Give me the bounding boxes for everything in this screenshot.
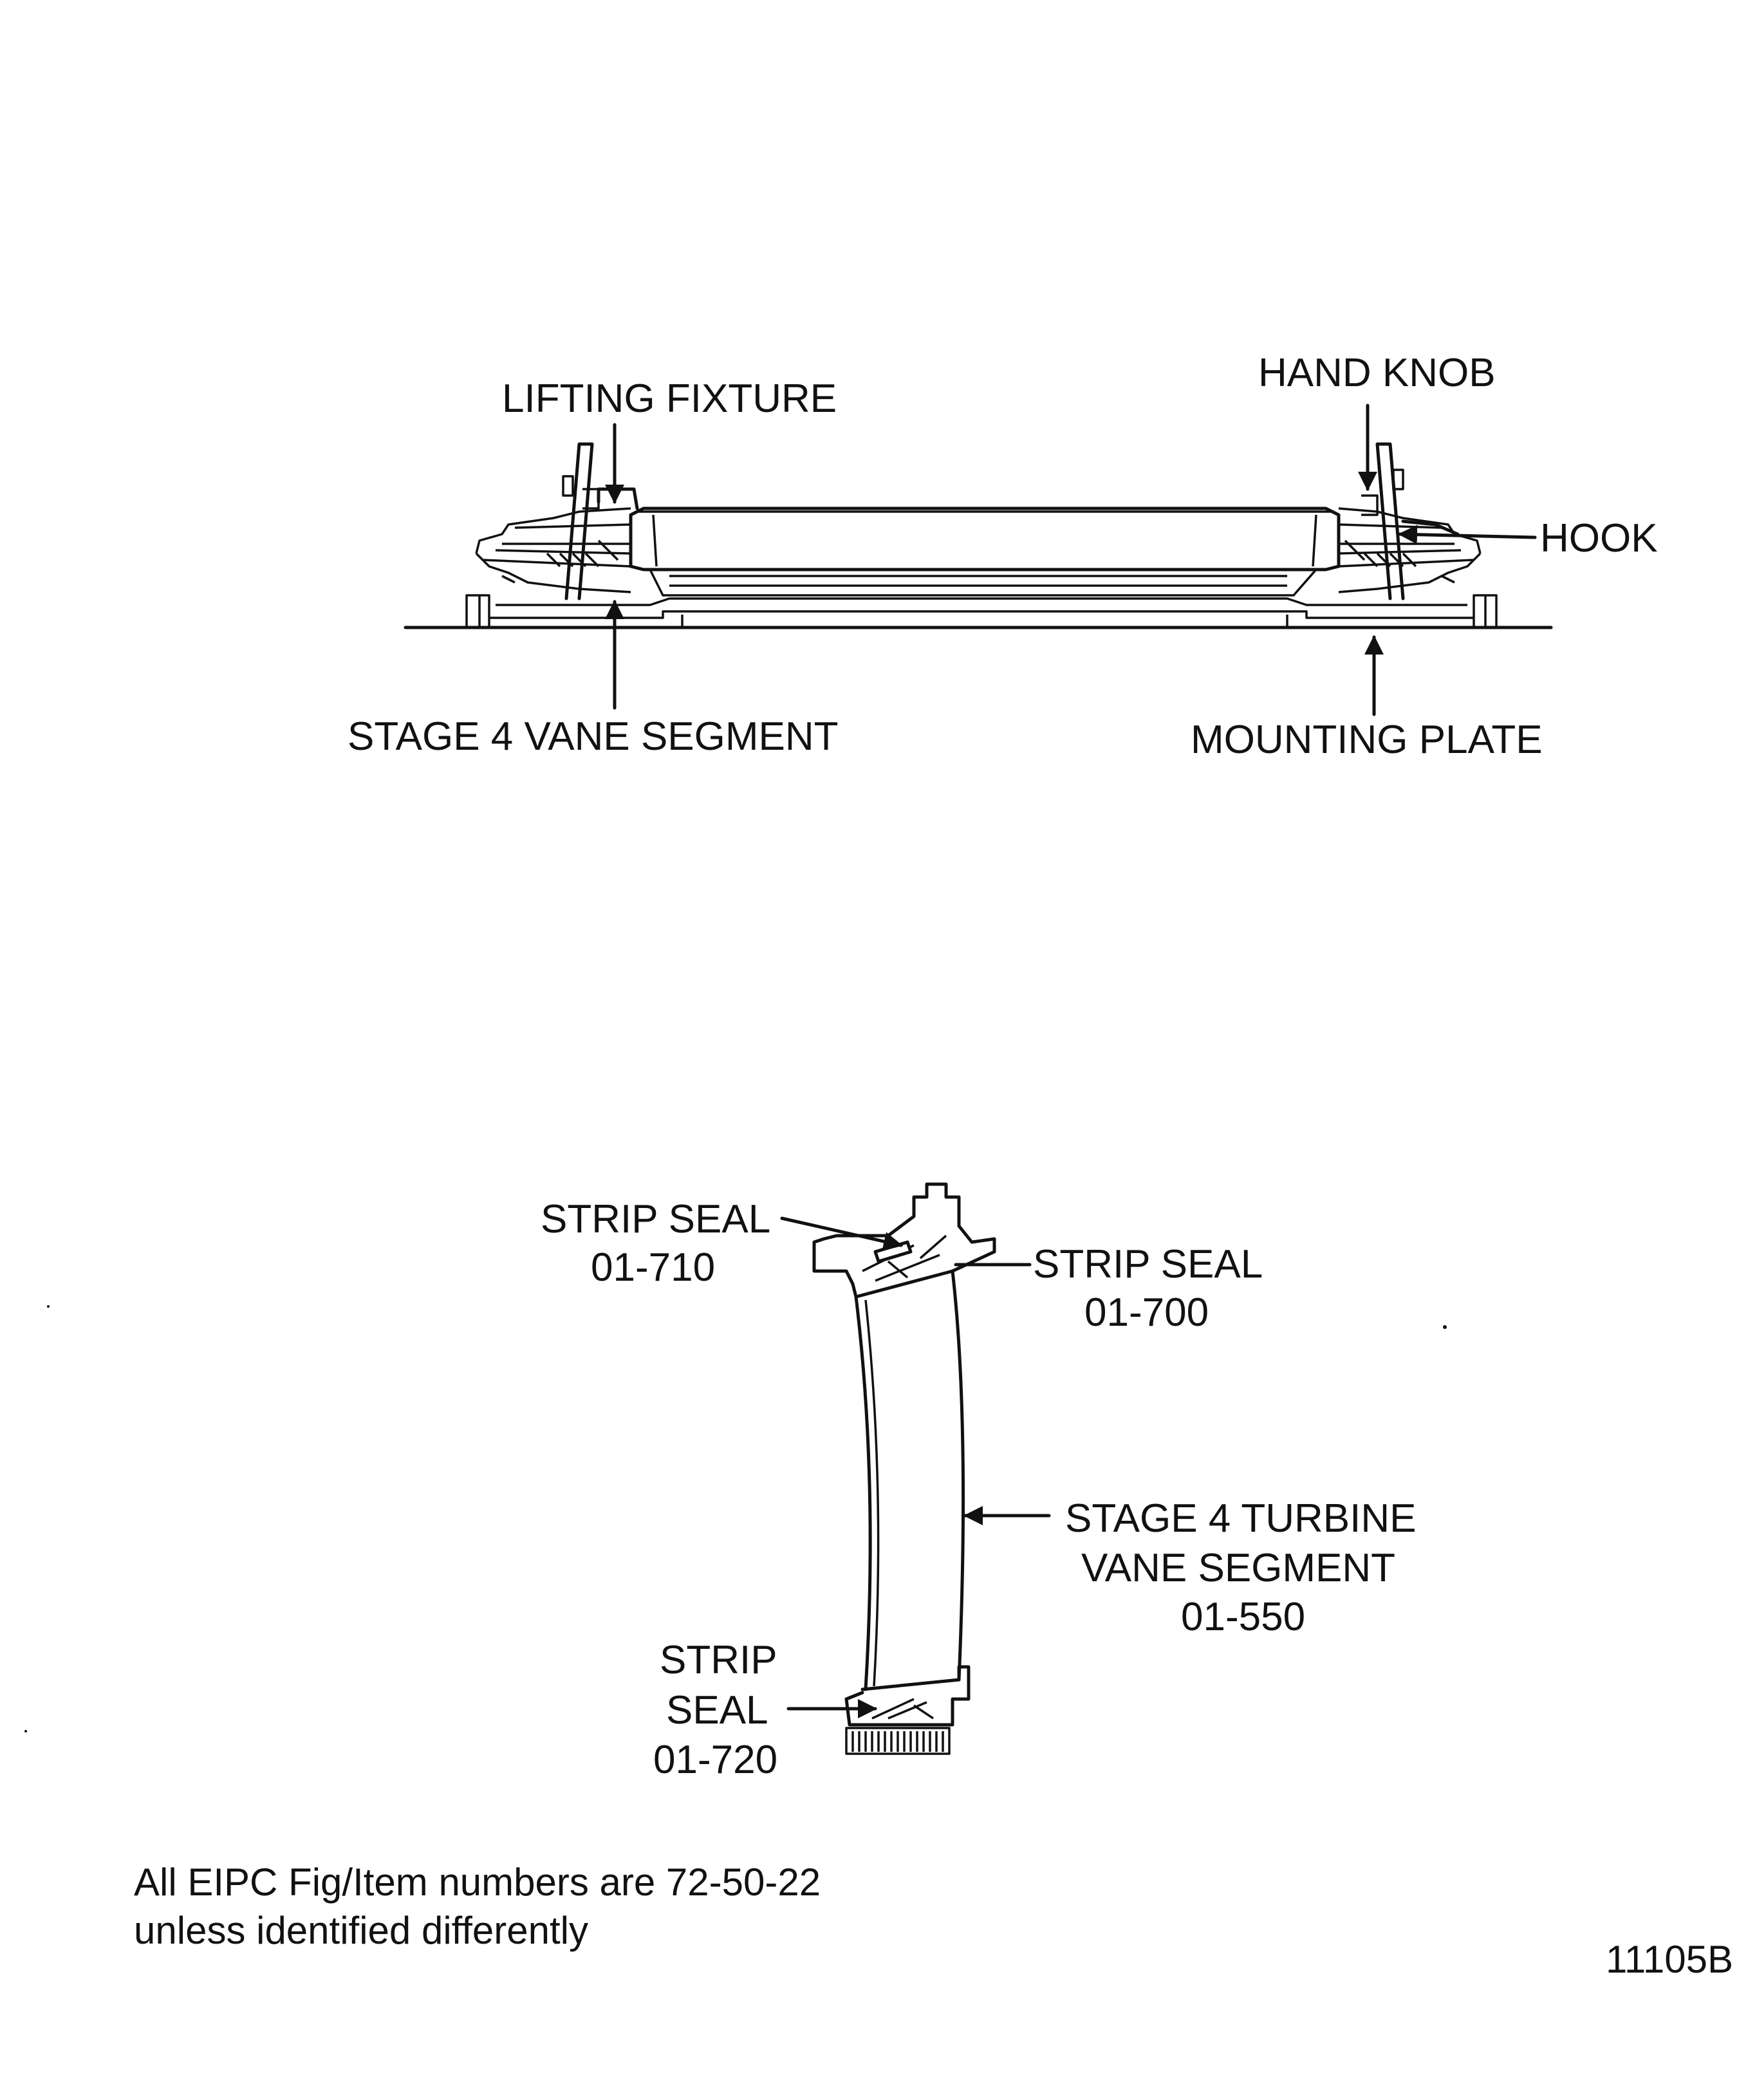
left-segment-hatch bbox=[501, 539, 619, 584]
label-hook: HOOK bbox=[1540, 516, 1658, 561]
label-strip-seal-720-number: 01-720 bbox=[653, 1738, 777, 1782]
right-knob bbox=[1361, 469, 1404, 516]
footnote-line1: All EIPC Fig/Item numbers are 72-50-22 bbox=[134, 1861, 821, 1904]
label-strip-seal-710-number: 01-710 bbox=[591, 1245, 715, 1290]
ring-inner bbox=[637, 510, 1332, 567]
vane-top-platform bbox=[812, 1182, 996, 1299]
ring-lower bbox=[649, 568, 1317, 597]
label-strip-seal-710-name: STRIP SEAL bbox=[541, 1197, 770, 1241]
label-strip-seal-720-line1: STRIP bbox=[660, 1638, 777, 1682]
leader-strip-seal-710 bbox=[780, 1216, 903, 1251]
label-strip-seal-700-number: 01-700 bbox=[1084, 1290, 1209, 1335]
assembly-leaders bbox=[605, 404, 1537, 716]
label-strip-seal-700-name: STRIP SEAL bbox=[1033, 1242, 1263, 1287]
scan-speck bbox=[1443, 1325, 1447, 1329]
left-foot bbox=[465, 594, 490, 627]
scan-speck bbox=[47, 1305, 50, 1308]
right-foot bbox=[1473, 594, 1498, 627]
assembly-drawing bbox=[404, 442, 1553, 629]
right-segment-hatch bbox=[1344, 539, 1455, 584]
label-turbine-vane-number: 01-550 bbox=[1181, 1595, 1305, 1639]
vane-airfoil bbox=[854, 1269, 965, 1691]
label-turbine-vane-line1: STAGE 4 TURBINE bbox=[1065, 1496, 1417, 1541]
right-vane-segment bbox=[1338, 507, 1482, 593]
lifting-fixture-bracket bbox=[597, 487, 639, 510]
hook bbox=[1401, 519, 1460, 536]
vane-bottom-platform bbox=[844, 1665, 971, 1727]
vane-airfoil-inner bbox=[864, 1299, 880, 1687]
vane-bottom-hatch bbox=[871, 1698, 934, 1720]
left-knob bbox=[562, 475, 600, 510]
vane-leaders bbox=[780, 1216, 1051, 1718]
right-lifting-rod bbox=[1375, 442, 1405, 600]
figure-id: 11105B bbox=[1606, 1938, 1733, 1981]
footnote-line2: unless identified differently bbox=[134, 1909, 588, 1952]
left-lifting-rod bbox=[564, 442, 594, 600]
label-turbine-vane-line2: VANE SEGMENT bbox=[1081, 1546, 1395, 1590]
label-hand-knob: HAND KNOB bbox=[1258, 351, 1496, 395]
leader-hook bbox=[1398, 525, 1537, 544]
vane-honeycomb-seal bbox=[845, 1727, 951, 1755]
ring-body bbox=[629, 506, 1341, 571]
fixture-base bbox=[489, 597, 1474, 627]
label-strip-seal-720-line2: SEAL bbox=[666, 1688, 768, 1733]
label-mounting-plate: MOUNTING PLATE bbox=[1191, 718, 1543, 762]
vane-drawing bbox=[812, 1182, 996, 1755]
label-lifting-fixture: LIFTING FIXTURE bbox=[502, 376, 837, 421]
label-stage4-vane-segment: STAGE 4 VANE SEGMENT bbox=[348, 714, 839, 759]
scan-speck bbox=[24, 1730, 27, 1733]
